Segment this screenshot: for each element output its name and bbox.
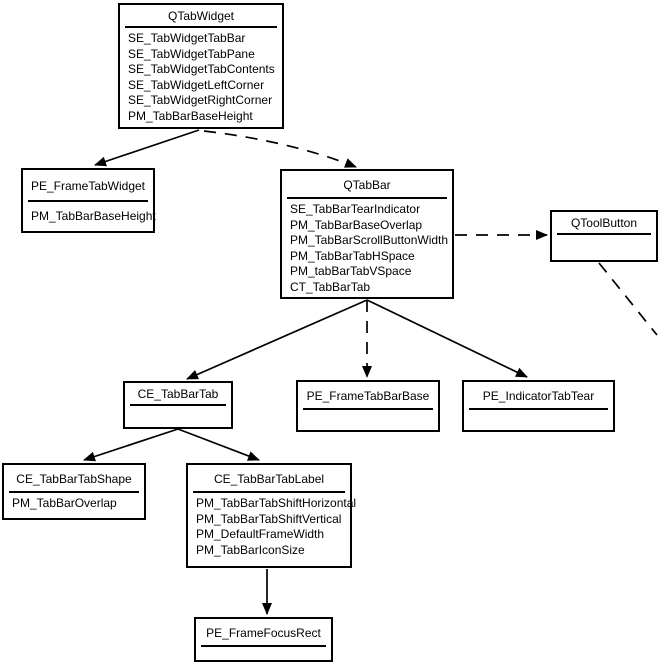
node-item: CT_TabBarTab — [290, 279, 371, 294]
node-title: QTabBar — [343, 178, 391, 192]
node-item: PM_TabBarBaseHeight — [128, 108, 253, 123]
node-item: PM_TabBarIconSize — [196, 542, 305, 557]
node-ce-tabbartablabel: CE_TabBarTabLabel PM_TabBarTabShiftHoriz… — [186, 463, 357, 568]
node-qtabwidget: QTabWidget SE_TabWidgetTabBar SE_TabWidg… — [118, 3, 284, 129]
node-ce-tabbartabshape: CE_TabBarTabShape PM_TabBarOverlap — [2, 463, 146, 520]
node-title: CE_TabBarTab — [137, 387, 219, 401]
edge-QTabWidget-to-PE_FrameTabWidget — [94, 129, 200, 167]
title-separator — [130, 404, 226, 406]
node-item: PM_DefaultFrameWidth — [196, 527, 325, 541]
title-separator — [28, 200, 148, 202]
node-qtoolbutton: QToolButton — [550, 210, 658, 262]
node-item-list: SE_TabBarTearIndicator PM_TabBarBaseOver… — [282, 199, 452, 295]
node-item: SE_TabWidgetRightCorner — [128, 93, 273, 107]
node-item: PM_TabBarBaseHeight — [31, 209, 156, 223]
edge-QTabBar-to-CE_TabBarTab — [186, 299, 368, 380]
title-separator — [125, 26, 277, 28]
node-item: PM_tabBarTabVSpace — [290, 264, 412, 278]
node-item: PM_TabBarTabShiftVertical — [196, 511, 342, 526]
node-title: PE_FrameTabWidget — [30, 179, 146, 193]
node-item: PM_TabBarTabHSpace — [290, 248, 415, 263]
node-item: SE_TabBarTearIndicator — [290, 202, 421, 216]
title-separator — [193, 491, 345, 493]
edge-QTabBar-to-PE_IndicatorTabTear — [366, 299, 528, 378]
node-title: PE_IndicatorTabTear — [482, 389, 595, 403]
title-separator — [557, 233, 651, 235]
node-pe-frametabbarbase: PE_FrameTabBarBase — [296, 380, 440, 432]
node-pe-frametabwidget: PE_FrameTabWidget PM_TabBarBaseHeight — [21, 168, 156, 233]
node-item: PM_TabBarScrollButtonWidth — [290, 233, 449, 247]
node-item: PM_TabBarOverlap — [12, 496, 117, 510]
node-item-list: PM_TabBarOverlap — [4, 493, 144, 512]
node-item: SE_TabWidgetTabPane — [128, 46, 255, 61]
node-item: SE_TabWidgetLeftCorner — [128, 77, 265, 92]
node-item-list: PM_TabBarBaseHeight — [23, 202, 156, 225]
node-item-list: PM_TabBarTabShiftHorizontal PM_TabBarTab… — [188, 493, 357, 558]
edge-CE_TabBarTab-to-CE_TabBarTabLabel — [177, 428, 260, 461]
node-qtabbar: QTabBar SE_TabBarTearIndicator PM_TabBar… — [280, 169, 454, 299]
title-separator — [9, 491, 139, 493]
title-separator — [287, 197, 447, 199]
node-title: CE_TabBarTabShape — [16, 472, 132, 486]
edge-CE_TabBarTab-to-CE_TabBarTabShape — [83, 428, 179, 462]
edge-QTabWidget-to-QTabBar — [203, 130, 357, 168]
node-pe-framefocusrect: PE_FrameFocusRect — [194, 617, 333, 662]
node-title: PE_FrameFocusRect — [206, 626, 321, 640]
title-separator — [303, 408, 433, 410]
node-item: PM_TabBarTabShiftHorizontal — [196, 496, 357, 510]
title-separator — [469, 408, 608, 410]
edge-QToolButton-to-offscreen-bottom-right — [598, 262, 658, 336]
title-separator — [201, 645, 326, 647]
node-title: PE_FrameTabBarBase — [306, 389, 430, 403]
node-item: PM_TabBarBaseOverlap — [290, 217, 423, 232]
node-pe-indicatortabtear: PE_IndicatorTabTear — [462, 380, 615, 432]
node-item: SE_TabWidgetTabBar — [128, 31, 246, 45]
node-title: QToolButton — [570, 216, 638, 230]
node-item: SE_TabWidgetTabContents — [128, 62, 275, 76]
node-title: QTabWidget — [167, 9, 235, 23]
node-title: CE_TabBarTabLabel — [213, 472, 325, 486]
node-ce-tabbartab: CE_TabBarTab — [123, 381, 233, 429]
node-item-list: SE_TabWidgetTabBar SE_TabWidgetTabPane S… — [120, 28, 282, 124]
